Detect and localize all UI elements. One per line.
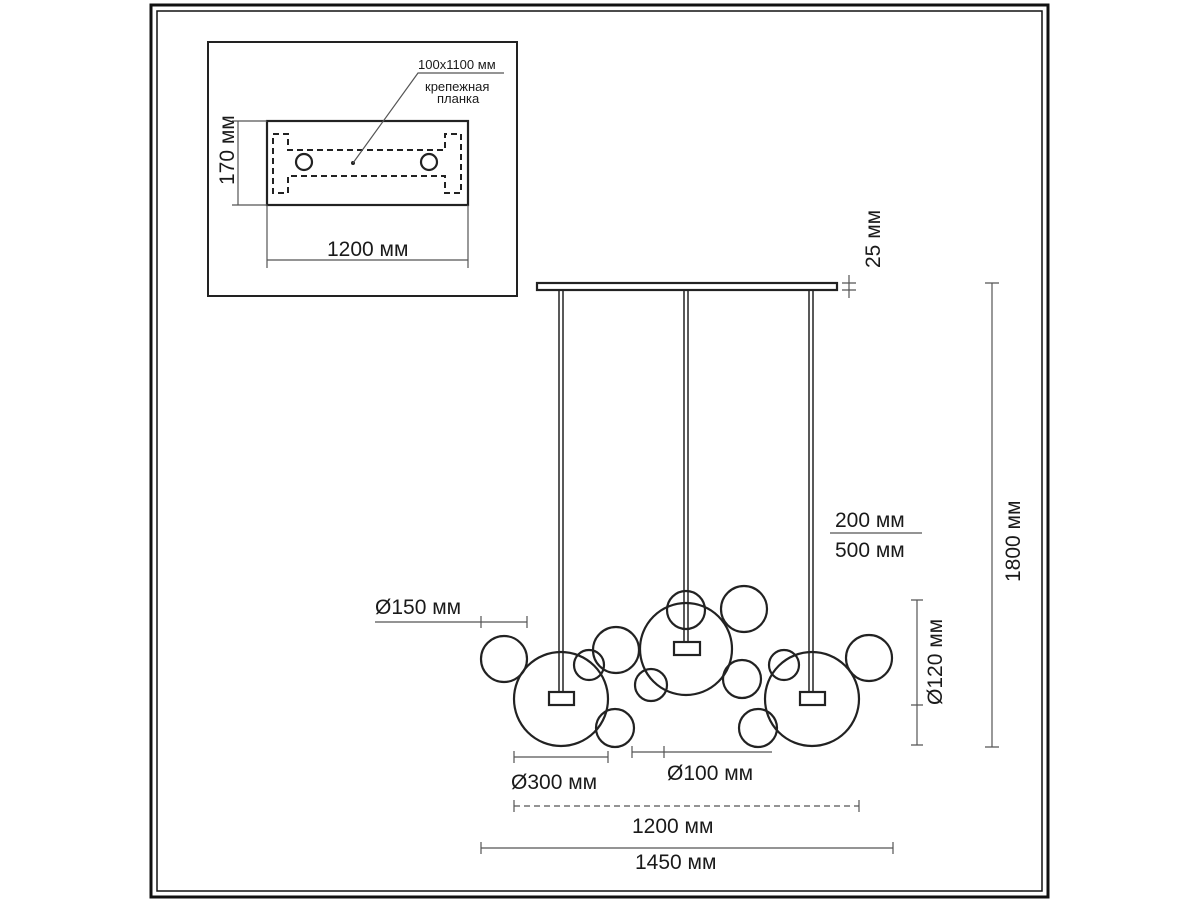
adjust-max-label: 500 мм <box>835 539 905 562</box>
lamp-drawing <box>479 281 894 749</box>
shade-300-label: Ø300 мм <box>511 771 597 794</box>
bracket-label-1: крепежная <box>425 79 489 94</box>
adjust-min-label: 200 мм <box>835 509 905 532</box>
total-height-label: 1800 мм <box>1002 501 1025 582</box>
canopy-width-label: 1200 мм <box>632 815 713 838</box>
mounting-plate-inset: 100x1100 мм крепежная планка 170 мм 1200… <box>207 41 518 297</box>
canopy-height-label: 25 мм <box>862 210 885 268</box>
shade-100-label: Ø100 мм <box>667 762 753 785</box>
inset-width-label: 1200 мм <box>327 238 408 261</box>
inset-height-label: 170 мм <box>216 115 239 185</box>
shade-150-label: Ø150 мм <box>375 596 461 619</box>
bracket-label-2: планка <box>437 91 480 106</box>
outer-frame <box>149 3 1050 899</box>
total-width-label: 1450 мм <box>635 851 716 874</box>
shade-120-label: Ø120 мм <box>924 619 947 705</box>
inner-frame <box>156 10 1043 892</box>
bracket-size-label: 100x1100 мм <box>418 57 496 72</box>
dimensions: 25 мм 1800 мм 200 мм 500 мм Ø150 мм Ø120… <box>375 210 1025 874</box>
